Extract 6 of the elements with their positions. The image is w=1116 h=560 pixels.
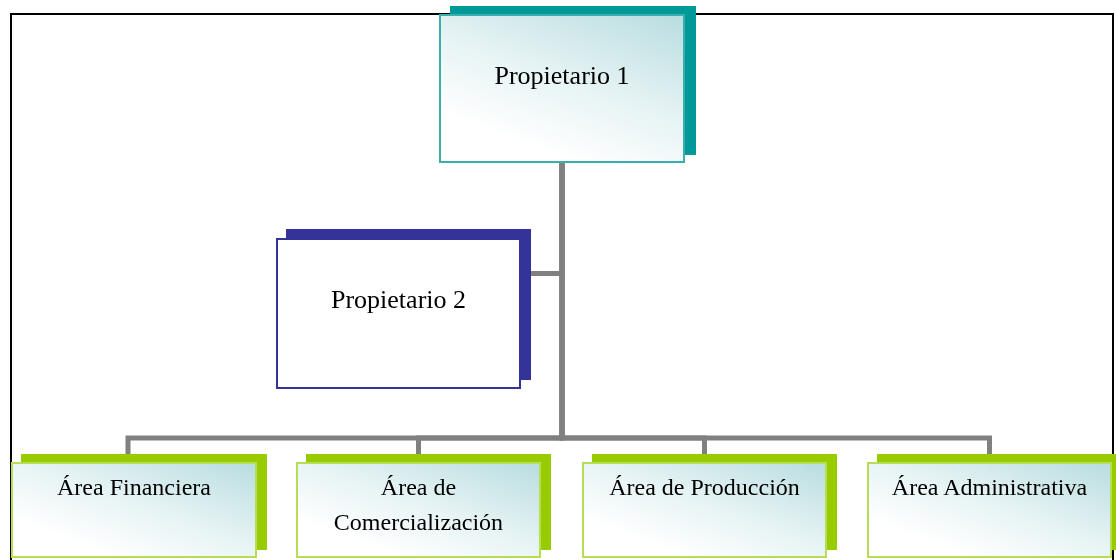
box-label: Área de Producción bbox=[608, 473, 801, 502]
box-label: Propietario 1 bbox=[493, 60, 631, 92]
box-label: Área Administrativa bbox=[890, 473, 1089, 502]
box-label: Área de Comercialización bbox=[332, 473, 505, 537]
box-label: Área Financiera bbox=[56, 473, 212, 502]
box-label: Propietario 2 bbox=[330, 284, 467, 316]
